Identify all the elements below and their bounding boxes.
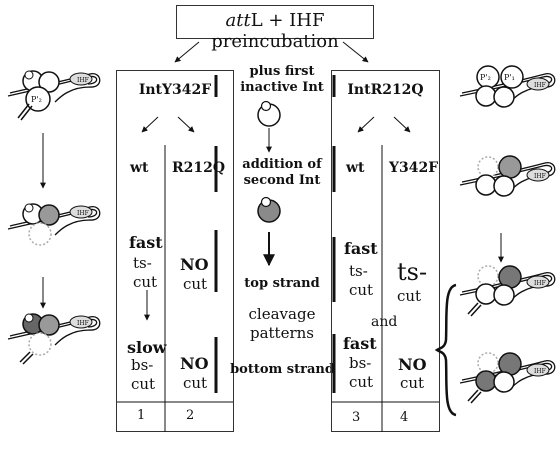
left-col1-header: wt [130,160,149,176]
right-col1-top-rest: ts- cut [349,262,374,299]
middle-step2: addition of second Int [242,157,322,188]
inactive-int-icon [257,100,281,127]
left-col1-bottom-rest: bs- cut [131,356,156,393]
middle-bottom-strand: bottom strand [230,362,334,377]
left-col2-header: R212Q [172,160,226,176]
right-col1-bottom-bold: fast [343,334,377,353]
right-col2-top-large: ts- [397,258,428,286]
right-ihf-label-2: IHF [534,173,546,180]
arrow-right-split-a [357,116,375,133]
right-col2-bottom-rest: cut [400,374,425,392]
arrow-left-split-a [141,116,159,133]
right-p2-label: P'₂ [480,73,491,82]
left-col2-top-rest: cut [183,275,208,293]
left-col1-top-bold: fast [129,233,163,252]
left-ihf-label-2: IHF [77,210,89,217]
right-ihf-label-1: IHF [534,82,546,89]
left-ihf-label-1: IHF [77,77,89,84]
lane-number-4: 4 [400,410,409,425]
right-panel-title: IntR212Q [347,82,424,98]
lane-number-2: 2 [186,408,195,423]
right-col2-bottom-bold: NO [398,355,427,374]
right-col2-header: Y342F [389,160,439,176]
left-col1-bottom-bold: slow [127,338,167,357]
right-complex-3 [459,265,556,317]
right-and-label: and [370,314,399,330]
second-int-icon [257,196,281,223]
right-brace [434,283,457,417]
left-p2-label: P'₂ [31,95,42,104]
header-title: attL + IHF preincubation [176,10,374,52]
middle-top-strand: top strand [244,276,320,291]
right-p1-label: P'₁ [504,73,515,82]
left-panel-box [116,70,234,432]
arrow-header-left [174,41,200,63]
header-title-italic: att [225,10,251,31]
header-box [176,5,374,39]
right-complex-2 [459,155,556,197]
left-col2-bottom-bold: NO [180,354,209,373]
left-ihf-label-3: IHF [77,320,89,327]
middle-step1: plus first inactive Int [240,64,324,95]
left-complex-1 [7,70,101,121]
right-complex-1 [459,65,556,108]
right-complex-4 [459,352,556,404]
header-title-rest: L + IHF preincubation [211,10,339,52]
left-col1-top-rest: ts- cut [133,254,158,291]
arrow-header-right [342,41,369,63]
lane-number-1: 1 [137,408,146,423]
right-col1-header: wt [346,160,365,176]
arrow-right-split-b [393,116,411,133]
right-ihf-label-3: IHF [534,280,546,287]
right-ihf-label-4: IHF [534,368,546,375]
right-panel-box [331,70,440,432]
right-col2-top-rest: cut [397,287,422,305]
middle-cleavage: cleavage patterns [248,305,316,342]
left-col2-top-bold: NO [180,255,209,274]
right-col1-top-bold: fast [344,239,378,258]
left-col2-bottom-rest: cut [183,374,208,392]
left-complex-2 [7,203,101,246]
lane-number-3: 3 [352,410,361,425]
left-panel-title: IntY342F [138,82,212,98]
arrow-left-split-b [177,116,195,133]
left-complex-3 [7,313,101,365]
right-col1-bottom-rest: bs- cut [349,354,374,391]
